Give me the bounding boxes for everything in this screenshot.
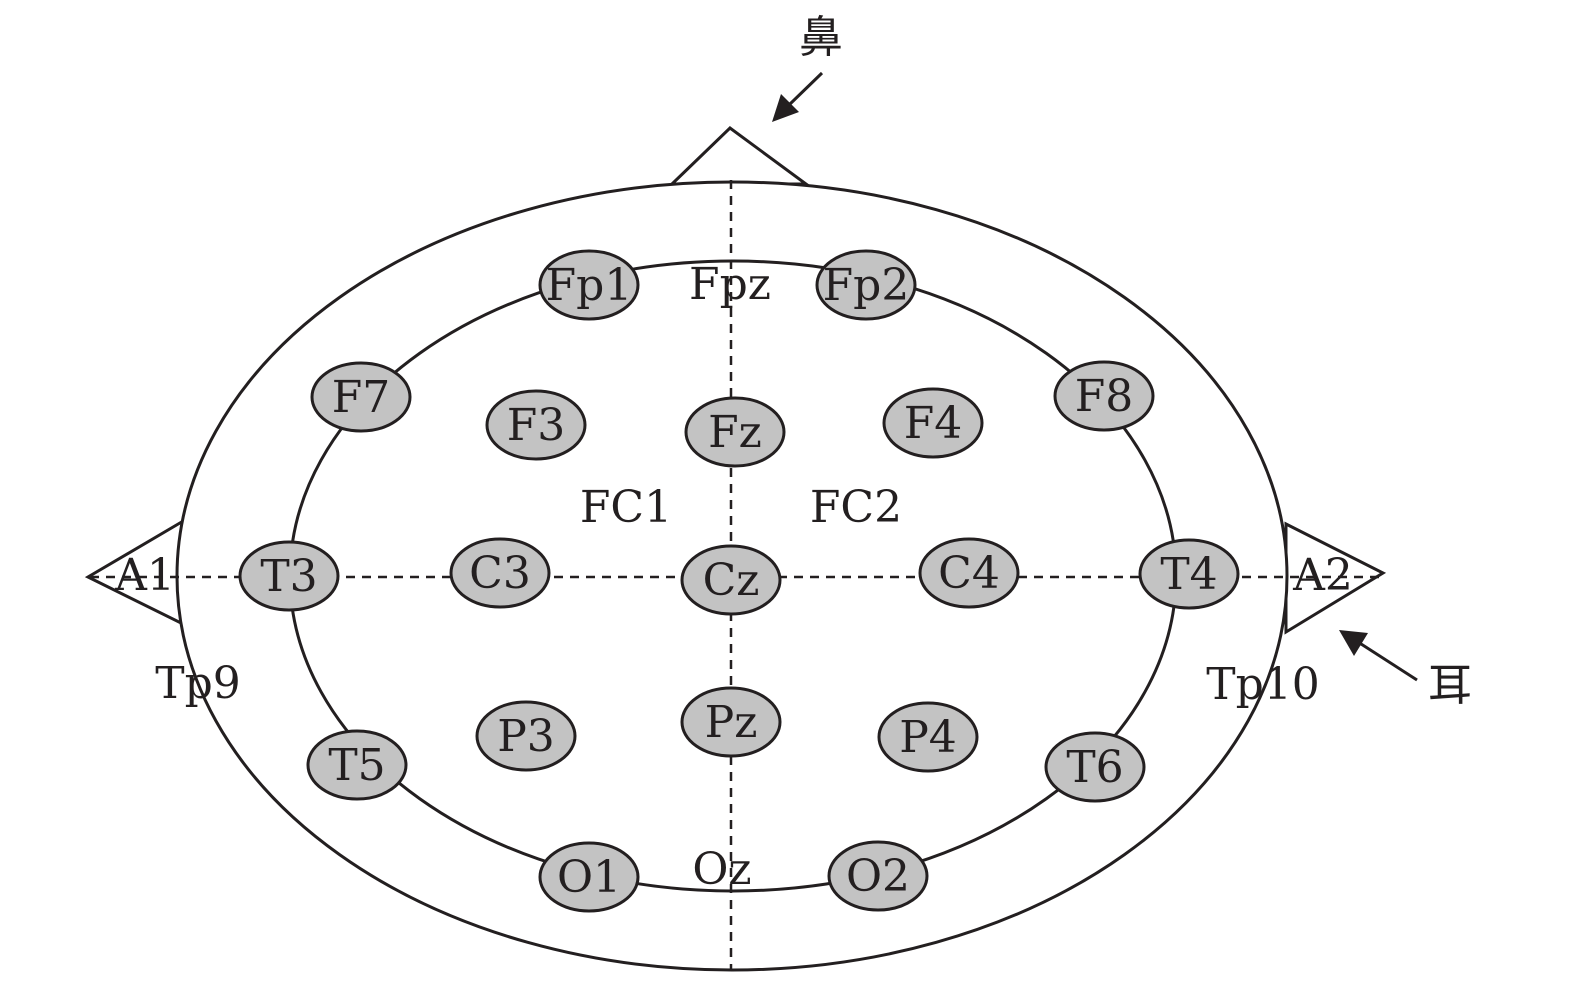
electrode-f4: F4 <box>882 387 984 459</box>
electrode-label-f4: F4 <box>904 398 963 449</box>
electrode-p3: P3 <box>475 700 577 772</box>
electrode-fp1: Fp1 <box>538 249 640 321</box>
electrode-label-p4: P4 <box>899 712 957 763</box>
electrode-label-t5: T5 <box>328 740 385 791</box>
electrode-label-t4: T4 <box>1160 549 1217 600</box>
electrode-f3: F3 <box>485 389 587 461</box>
electrode-cz: Cz <box>680 544 782 616</box>
electrode-label-c4: C4 <box>938 548 1000 599</box>
electrode-label-p3: P3 <box>497 711 555 762</box>
electrode-label-pz: Pz <box>705 697 758 748</box>
electrode-t6: T6 <box>1044 731 1146 803</box>
position-label-oz: Oz <box>692 844 751 895</box>
ear-annotation: 耳 <box>1428 660 1472 711</box>
nose-arrow-icon <box>772 71 824 122</box>
position-label-a1: A1 <box>114 550 175 601</box>
electrode-label-fp2: Fp2 <box>823 260 910 311</box>
nose <box>668 126 811 186</box>
ear-arrow-icon <box>1339 630 1418 682</box>
position-label-tp10: Tp10 <box>1206 659 1320 710</box>
electrode-label-o1: O1 <box>557 852 621 903</box>
electrode-pz: Pz <box>680 686 782 758</box>
electrode-label-fz: Fz <box>708 407 762 458</box>
electrode-fz: Fz <box>684 396 786 468</box>
electrode-label-c3: C3 <box>469 548 531 599</box>
position-label-fc2: FC2 <box>810 482 902 533</box>
position-label-fc1: FC1 <box>580 482 672 533</box>
electrode-label-f7: F7 <box>332 372 391 423</box>
electrode-c4: C4 <box>918 537 1020 609</box>
electrode-label-t3: T3 <box>260 551 317 602</box>
position-label-a2: A2 <box>1292 550 1353 601</box>
electrode-t3: T3 <box>238 540 340 612</box>
electrode-p4: P4 <box>877 701 979 773</box>
electrode-label-t6: T6 <box>1066 742 1123 793</box>
electrode-o1: O1 <box>538 841 640 913</box>
electrode-t4: T4 <box>1138 538 1240 610</box>
electrode-label-o2: O2 <box>846 851 910 902</box>
electrode-label-f8: F8 <box>1075 371 1134 422</box>
nose-annotation: 鼻 <box>799 12 843 63</box>
electrode-label-f3: F3 <box>507 400 566 451</box>
electrode-label-fp1: Fp1 <box>546 260 633 311</box>
electrode-c3: C3 <box>449 537 551 609</box>
electrode-f7: F7 <box>310 361 412 433</box>
electrode-fp2: Fp2 <box>815 249 917 321</box>
position-label-tp9: Tp9 <box>155 658 241 709</box>
electrode-t5: T5 <box>306 729 408 801</box>
electrode-o2: O2 <box>827 840 929 912</box>
electrode-label-cz: Cz <box>703 555 760 606</box>
position-label-fpz: Fpz <box>689 259 771 310</box>
electrode-f8: F8 <box>1053 360 1155 432</box>
